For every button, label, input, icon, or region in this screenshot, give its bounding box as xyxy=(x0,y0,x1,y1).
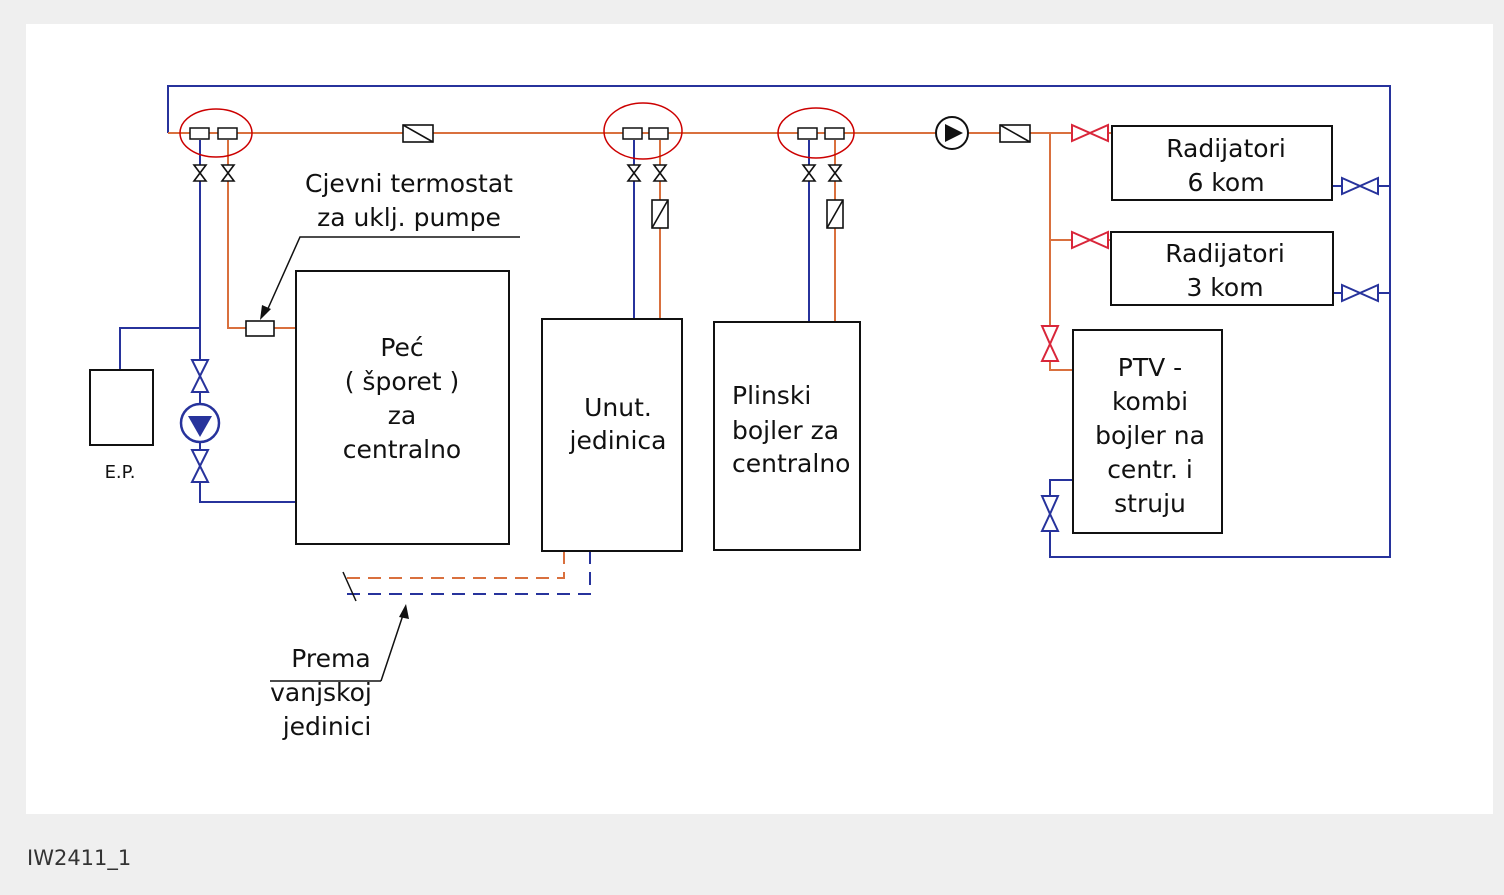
diagram-panel: Peć ( šporet ) za centralno Unut. jedini… xyxy=(26,24,1493,814)
thermostat-callout-line-2: za uklj. pumpe xyxy=(317,203,501,232)
stove-label-line-4: centralno xyxy=(343,435,461,464)
ptv-boiler-box xyxy=(1072,329,1223,534)
outdoor-unit-leader-arrow xyxy=(399,604,409,619)
radiators-6-box xyxy=(1111,125,1333,201)
ptv-boiler-label: PTV - kombi bojler na centr. i struju xyxy=(1095,353,1205,518)
stove-box xyxy=(295,270,510,545)
return-valves xyxy=(190,176,1379,532)
gas-boiler-label-line-1: Plinski xyxy=(732,381,811,410)
expansion-tank-label: E.P. xyxy=(105,462,136,483)
outdoor-unit-leader-line-diagonal xyxy=(380,611,405,682)
check-valve-icon xyxy=(826,199,844,229)
radiators-3-label: Radijatori 3 kom xyxy=(1165,239,1285,302)
stove-label: Peć ( šporet ) za centralno xyxy=(343,333,461,464)
stove-label-line-3: za xyxy=(388,401,416,430)
radiators-3-label-line-1: Radijatori xyxy=(1165,239,1285,268)
outdoor-unit-lines xyxy=(346,551,591,595)
ptv-boiler-label-line-3: bojler na xyxy=(1095,421,1205,450)
gas-boiler-label-line-3: centralno xyxy=(732,449,850,478)
thermostat-callout-line-1: Cjevni termostat xyxy=(305,169,513,198)
radiators-3-box xyxy=(1110,231,1334,306)
ptv-boiler-label-line-2: kombi xyxy=(1112,387,1188,416)
indoor-unit-label-line-1: Unut. xyxy=(584,393,652,422)
thermostat-leader-arrow xyxy=(260,305,271,320)
ptv-boiler-label-line-1: PTV - xyxy=(1118,353,1182,382)
pipe-thermostat-icon xyxy=(245,320,275,337)
strainer-icon xyxy=(402,124,434,143)
radiators-6-label: Radijatori 6 kom xyxy=(1166,134,1286,197)
radiators-3-label-line-2: 3 kom xyxy=(1186,273,1263,302)
ptv-boiler-label-line-4: centr. i xyxy=(1107,455,1193,484)
indoor-unit-label: Unut. jedinica xyxy=(569,393,667,455)
ptv-boiler-label-line-5: struju xyxy=(1114,489,1186,518)
stove-label-line-2: ( šporet ) xyxy=(345,367,460,396)
indoor-unit-box xyxy=(541,318,683,552)
radiators-6-label-line-2: 6 kom xyxy=(1187,168,1264,197)
stove-label-line-1: Peć xyxy=(380,333,423,362)
outdoor-unit-callout-line-1: Prema xyxy=(291,644,370,673)
circulation-pump-icon xyxy=(935,116,969,150)
gas-boiler-box xyxy=(713,321,861,551)
heating-system-diagram: Peć ( šporet ) za centralno Unut. jedini… xyxy=(89,85,1391,741)
gas-boiler-label-line-2: bojler za xyxy=(732,416,839,445)
highlight-ellipses xyxy=(179,102,855,160)
check-valve-icon xyxy=(651,199,669,229)
circulation-pump-icon xyxy=(179,402,221,444)
outdoor-unit-callout-line-2: vanjskoj xyxy=(270,678,372,707)
thermostat-leader-line xyxy=(265,236,520,314)
figure-caption: IW2411_1 xyxy=(27,846,132,870)
outdoor-unit-callout-line-3: jedinici xyxy=(282,712,372,741)
outdoor-unit-marker xyxy=(342,571,357,602)
supply-valves xyxy=(1040,123,1109,362)
expansion-tank xyxy=(89,369,154,446)
manifold-connectors xyxy=(189,127,845,140)
radiators-6-label-line-1: Radijatori xyxy=(1166,134,1286,163)
gas-boiler-label: Plinski bojler za centralno xyxy=(732,381,850,478)
indoor-unit-label-line-2: jedinica xyxy=(569,426,667,455)
shutoff-valves xyxy=(192,164,843,182)
strainer-icon xyxy=(999,124,1031,143)
thermostat-callout: Cjevni termostat za uklj. pumpe xyxy=(305,169,513,232)
outdoor-unit-callout: Prema vanjskoj jedinici xyxy=(270,644,372,741)
